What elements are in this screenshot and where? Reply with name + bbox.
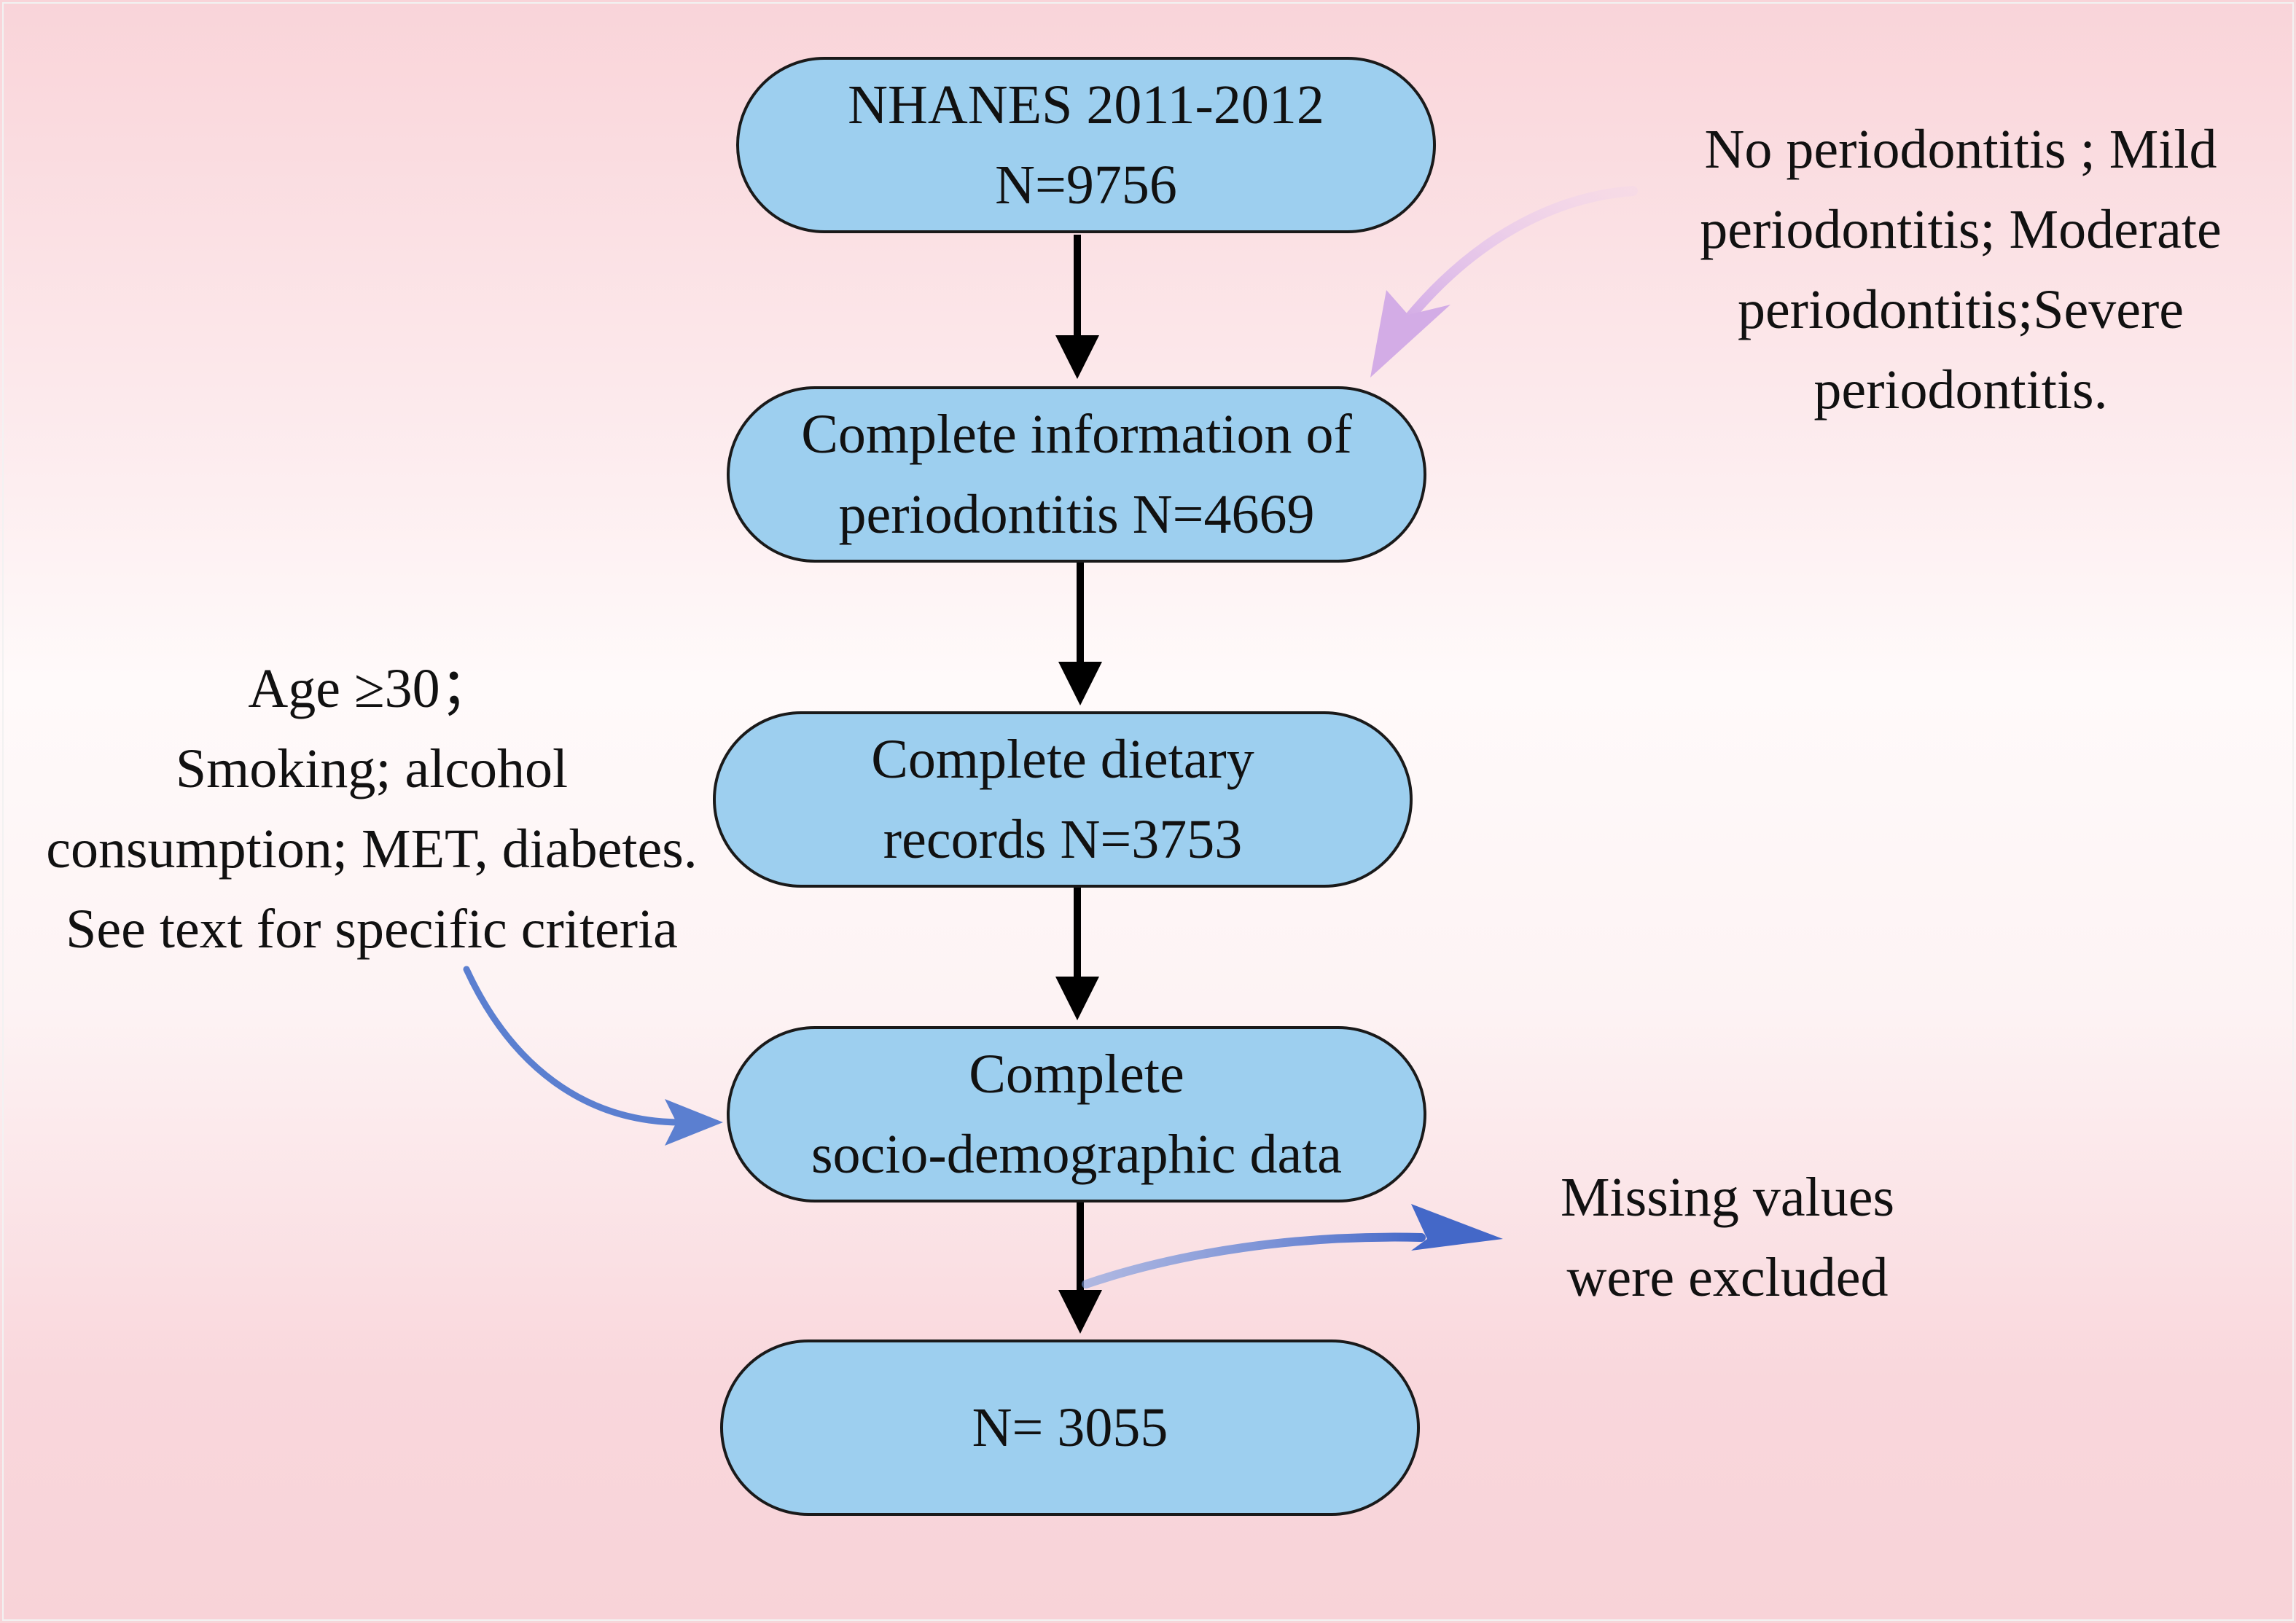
note-periodontitis-line: periodontitis;Severe xyxy=(1737,279,2184,340)
note-exclusion-line: Age ≥30； xyxy=(248,658,496,719)
step-box-dietary-line2: records N=3753 xyxy=(883,809,1243,870)
note-periodontitis-line: No periodontitis ; Mild xyxy=(1704,119,2217,180)
step-box-nhanes-line2: N=9756 xyxy=(995,155,1177,216)
blue-curved-arrow-left xyxy=(463,966,723,1146)
note-periodontitis-line: periodontitis. xyxy=(1813,359,2108,421)
note-missing-values: Missing values were excluded xyxy=(1480,1157,1975,1318)
blue-curved-arrow-right xyxy=(1082,1204,1503,1288)
step-box-periodontitis: Complete information of periodontitis N=… xyxy=(727,386,1426,563)
note-exclusion-line: Smoking; alcohol xyxy=(175,738,569,799)
step-box-final: N= 3055 xyxy=(720,1340,1420,1516)
step-box-final-line1: N= 3055 xyxy=(972,1397,1168,1458)
note-periodontitis-categories: No periodontitis ; Mild periodontitis; M… xyxy=(1633,109,2289,430)
step-box-sociodemographic-line1: Complete xyxy=(969,1044,1184,1105)
purple-curved-arrow xyxy=(1370,186,1638,378)
step-box-nhanes: NHANES 2011-2012 N=9756 xyxy=(736,57,1436,233)
step-box-nhanes-line1: NHANES 2011-2012 xyxy=(848,74,1324,136)
step-box-periodontitis-line1: Complete information of xyxy=(801,404,1352,465)
step-box-sociodemographic-line2: socio-demographic data xyxy=(811,1124,1343,1185)
step-box-dietary-line1: Complete dietary xyxy=(871,729,1254,790)
note-exclusion-line: consumption; MET, diabetes. xyxy=(46,818,698,880)
note-exclusion-line: See text for specific criteria xyxy=(66,899,678,960)
step-box-sociodemographic: Complete socio-demographic data xyxy=(727,1026,1426,1202)
note-exclusion-criteria: Age ≥30； Smoking; alcohol consumption; M… xyxy=(7,649,736,969)
step-box-dietary: Complete dietary records N=3753 xyxy=(713,711,1413,888)
note-missing-line: Missing values xyxy=(1560,1167,1895,1228)
step-box-periodontitis-line2: periodontitis N=4669 xyxy=(838,484,1315,545)
note-periodontitis-line: periodontitis; Moderate xyxy=(1700,199,2222,260)
note-missing-line: were excluded xyxy=(1566,1247,1889,1308)
